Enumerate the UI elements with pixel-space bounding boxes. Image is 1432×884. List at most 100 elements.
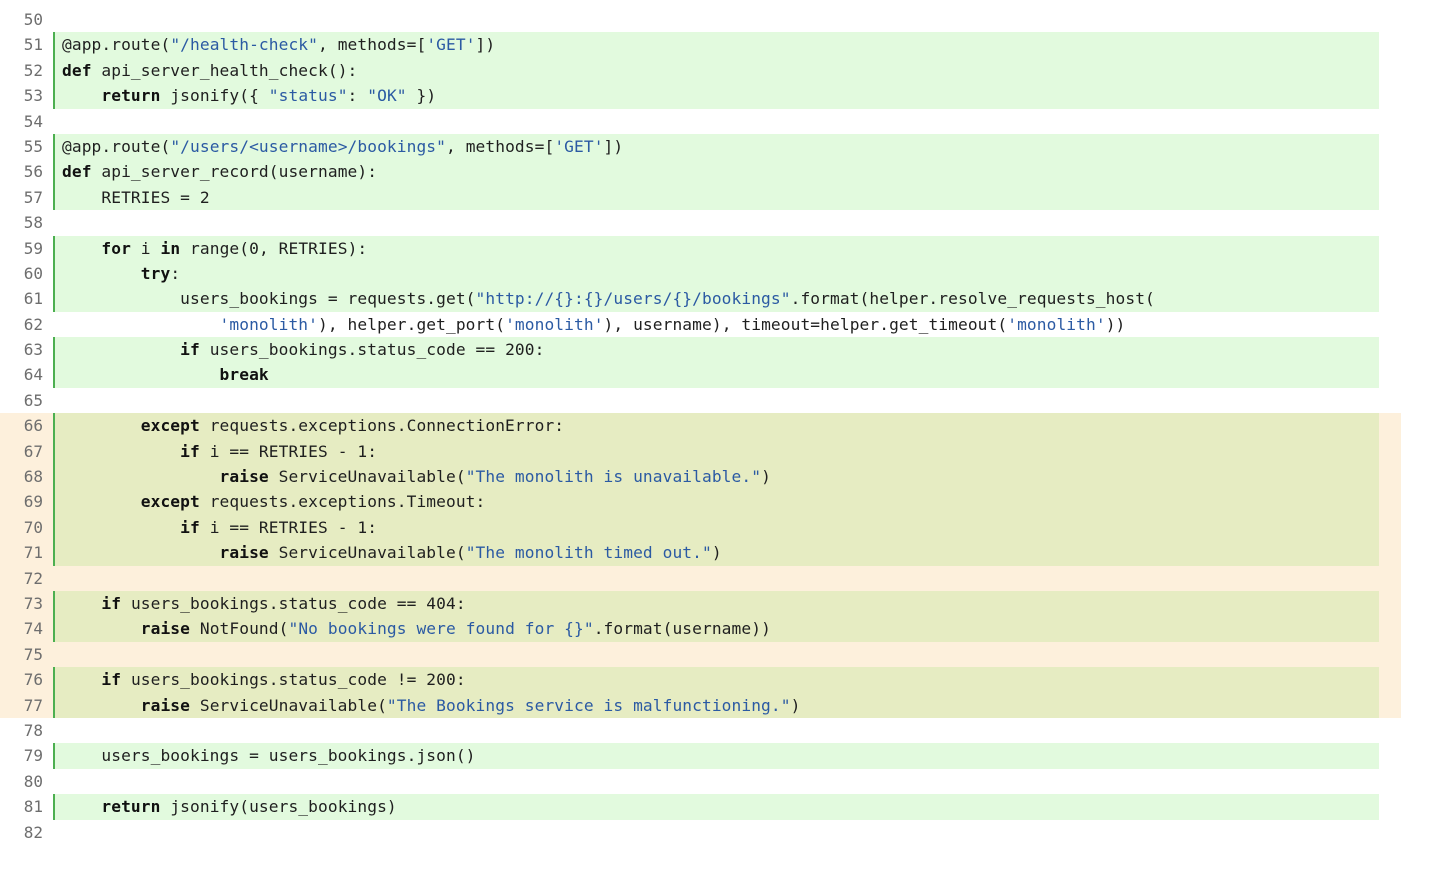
code-token: api_server_record(username):: [91, 162, 378, 182]
code-token: NotFound(: [190, 619, 289, 639]
line-number: 71: [23, 543, 43, 563]
modified-line-highlight: [55, 438, 1379, 465]
code-token: [62, 365, 220, 384]
code-text: def api_server_health_check():: [62, 58, 357, 83]
keyword-token: if: [180, 340, 200, 360]
line-number: 51: [23, 35, 43, 55]
keyword-token: def: [62, 60, 92, 80]
code-line: 67 if i == RETRIES - 1:: [0, 438, 1401, 465]
change-marker-bar: [53, 438, 55, 465]
string-token: "status": [268, 86, 348, 106]
code-token: , methods=[: [446, 136, 555, 156]
code-text: except requests.exceptions.ConnectionErr…: [62, 413, 564, 438]
string-token: 'monolith': [505, 314, 604, 334]
code-token: jsonify({: [160, 86, 269, 106]
code-token: requests.exceptions.Timeout:: [199, 492, 486, 512]
code-text: for i in range(0, RETRIES):: [62, 236, 367, 261]
code-text: if users_bookings.status_code != 200:: [62, 667, 466, 692]
code-token: [62, 239, 101, 258]
code-token: @app.route(: [62, 35, 171, 55]
line-number: 68: [23, 467, 43, 487]
modified-line-highlight: [55, 413, 1379, 439]
code-text: return jsonify(users_bookings): [62, 794, 397, 819]
code-token: jsonify(users_bookings): [160, 797, 397, 817]
keyword-token: if: [180, 517, 200, 537]
line-number: 59: [23, 238, 43, 258]
added-line-highlight: [55, 159, 1379, 185]
code-token: ServiceUnavailable(: [190, 695, 387, 715]
code-token: users_bookings.status_code == 404:: [121, 593, 466, 613]
change-marker-bar: [53, 743, 55, 769]
line-number: 55: [23, 136, 43, 156]
change-marker-bar: [53, 286, 55, 312]
string-token: "/health-check": [170, 35, 318, 55]
line-number: 67: [23, 441, 43, 461]
code-token: ): [761, 467, 771, 487]
change-marker-bar: [53, 692, 55, 718]
added-line-highlight: [55, 184, 1379, 211]
modified-line-highlight: [55, 692, 1379, 718]
change-marker-bar: [53, 337, 55, 363]
code-text: users_bookings = requests.get("http://{}…: [62, 286, 1155, 311]
code-text: RETRIES = 2: [62, 185, 210, 210]
code-line: 80: [0, 769, 1432, 794]
modified-line-highlight: [55, 464, 1379, 490]
code-token: [62, 619, 141, 638]
code-line: 58: [0, 210, 1432, 235]
code-token: ), helper.get_port(: [318, 314, 506, 334]
line-number: 75: [23, 644, 43, 664]
change-marker-bar: [53, 540, 55, 566]
code-token: [62, 518, 180, 537]
code-text: users_bookings = users_bookings.json(): [62, 743, 476, 768]
code-token: , methods=[: [318, 35, 427, 55]
string-token: "No bookings were found for {}": [288, 619, 594, 639]
code-token: [62, 442, 180, 461]
code-line: 64 break: [0, 362, 1432, 388]
code-token: @app.route(: [62, 136, 171, 156]
code-token: i == RETRIES - 1:: [199, 517, 378, 537]
code-token: ): [790, 695, 801, 715]
keyword-token: if: [101, 593, 122, 613]
keyword-token: raise: [219, 467, 269, 487]
code-token: i: [130, 238, 161, 258]
modified-line-highlight: [55, 667, 1379, 693]
code-line: 61 users_bookings = requests.get("http:/…: [0, 286, 1432, 312]
code-text: if i == RETRIES - 1:: [62, 439, 377, 464]
code-text: raise NotFound("No bookings were found f…: [62, 616, 771, 641]
change-marker-bar: [53, 590, 55, 617]
line-number: 65: [23, 390, 43, 410]
code-line: 75: [0, 641, 1401, 668]
code-token: [62, 696, 141, 715]
code-text: raise ServiceUnavailable("The monolith i…: [62, 464, 771, 489]
added-line-highlight: [55, 83, 1379, 109]
code-line: 76 if users_bookings.status_code != 200:: [0, 667, 1401, 693]
code-token: [62, 797, 101, 816]
modified-line-highlight: [55, 489, 1379, 515]
change-marker-bar: [53, 184, 55, 211]
change-marker-bar: [53, 235, 55, 261]
code-token: RETRIES = 2: [62, 187, 210, 207]
code-token: ): [711, 543, 722, 563]
modified-line-highlight: [55, 540, 1379, 566]
line-number: 72: [23, 568, 43, 588]
code-line: 69 except requests.exceptions.Timeout:: [0, 489, 1401, 515]
code-token: }): [406, 86, 437, 106]
change-marker-bar: [53, 489, 55, 515]
code-line: 54: [0, 109, 1432, 134]
string-token: "The monolith is unavailable.": [465, 467, 762, 487]
code-line: 65: [0, 388, 1432, 413]
added-line-highlight: [55, 133, 1379, 160]
code-token: i == RETRIES - 1:: [199, 441, 378, 461]
keyword-token: except: [140, 416, 200, 436]
keyword-token: return: [101, 86, 161, 106]
added-line-highlight: [55, 286, 1379, 312]
line-number: 70: [23, 517, 43, 537]
keyword-token: try: [140, 263, 171, 283]
code-token: [62, 543, 220, 562]
change-marker-bar: [53, 794, 55, 820]
line-number: 82: [23, 822, 43, 842]
code-line: 73 if users_bookings.status_code == 404:: [0, 590, 1401, 617]
